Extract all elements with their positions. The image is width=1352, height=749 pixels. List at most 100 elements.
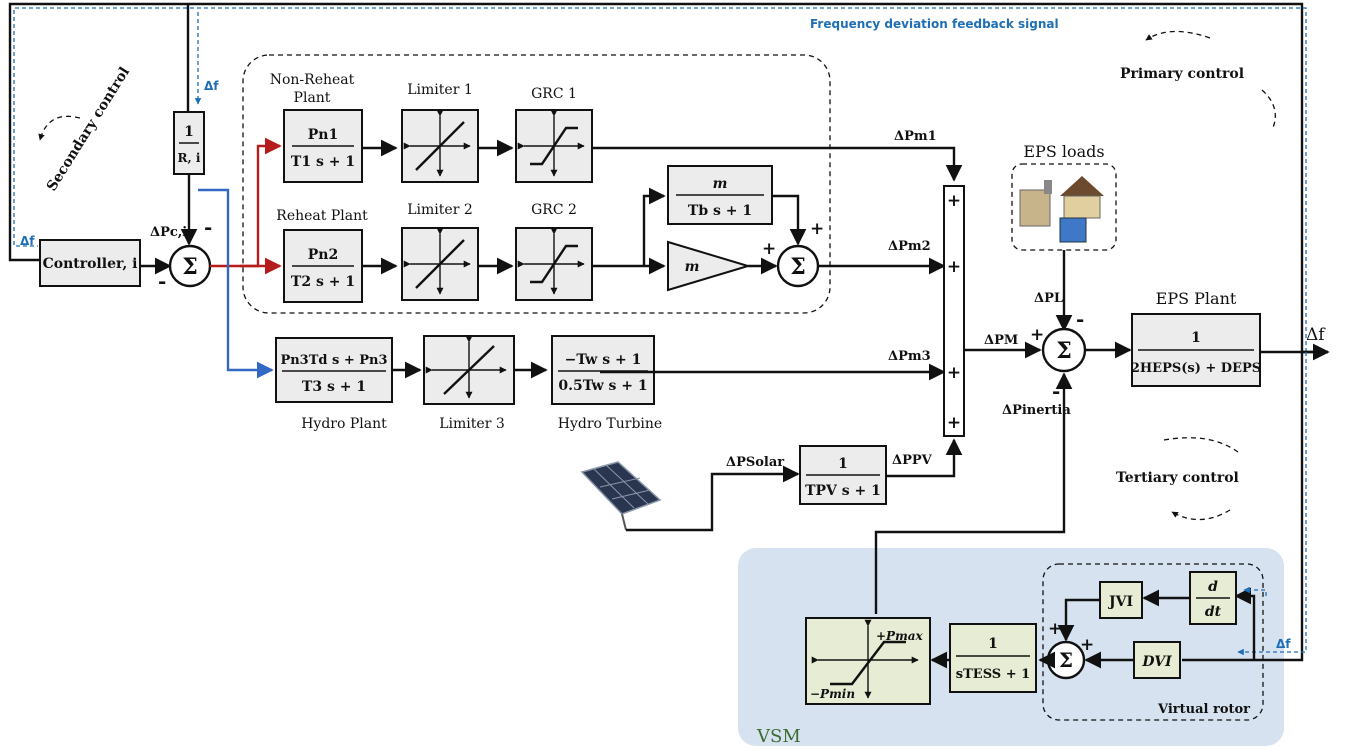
pmin-label: −Pmin xyxy=(810,687,855,701)
primary-control-label: Primary control xyxy=(1120,66,1244,82)
grc-2-icon xyxy=(517,227,585,295)
solar-panel-icon xyxy=(580,461,662,531)
svg-text:Σ: Σ xyxy=(1059,648,1073,672)
tertiary-control-arrow-bottom xyxy=(1171,509,1231,521)
nonreheat-title-2: Plant xyxy=(294,90,331,106)
eps-plant-num: 1 xyxy=(1191,330,1201,346)
reheat-tf-den: Tb s + 1 xyxy=(688,203,752,219)
pv-num: 1 xyxy=(838,456,848,472)
vsm-label: VSM xyxy=(756,726,801,747)
gain-m-label: m xyxy=(685,259,700,275)
eps-plant-den: 2HEPS(s) + DEPS xyxy=(1131,361,1261,376)
controller-minus-sign: - xyxy=(158,269,166,293)
dpm-label: ΔPM xyxy=(984,333,1018,348)
svg-text:Σ: Σ xyxy=(790,254,806,280)
gain-m-block xyxy=(667,240,752,292)
feedback-label: Frequency deviation feedback signal xyxy=(810,17,1059,31)
grc-1-icon xyxy=(517,109,585,177)
eps-plant-title: EPS Plant xyxy=(1156,289,1237,308)
hydro-turbine-den: 0.5Tw s + 1 xyxy=(558,378,647,394)
eps-loads-label: EPS loads xyxy=(1023,142,1104,161)
primary-control-arrow-top xyxy=(1145,30,1211,41)
limiter-1-icon xyxy=(403,109,471,177)
hydro-num: Pn3Td s + Pn3 xyxy=(280,353,387,368)
droop-den: R, i xyxy=(178,151,201,165)
hydro-turbine-block xyxy=(551,335,655,405)
virtual-rotor-region xyxy=(1042,563,1264,721)
ess-den: sTESS + 1 xyxy=(956,667,1030,682)
dpsolar-label: ΔPSolar xyxy=(726,455,784,470)
tertiary-control-arrow-top xyxy=(1163,437,1239,453)
secondary-control-label: Secondary control xyxy=(44,65,133,195)
secondary-control-arrow xyxy=(38,115,81,141)
svg-text:-: - xyxy=(1076,307,1084,331)
svg-text:Σ: Σ xyxy=(182,254,198,280)
limiter-2-icon xyxy=(403,227,471,295)
hydro-block xyxy=(275,337,393,403)
droop-df-label: Δf xyxy=(204,79,219,93)
power-limiter-icon xyxy=(811,619,919,699)
df-output-label: Δf xyxy=(1306,325,1326,345)
controller-block xyxy=(39,239,141,287)
reheat-den: T2 s + 1 xyxy=(291,274,355,290)
svg-text:Σ: Σ xyxy=(1056,338,1072,364)
pmax-label: +Pmax xyxy=(876,629,924,643)
dpm2-label: ΔPm2 xyxy=(888,239,931,254)
limiter-3-label: Limiter 3 xyxy=(439,416,505,432)
svg-text:-: - xyxy=(1052,379,1060,403)
jvi-label: JVI xyxy=(1107,594,1133,610)
grc-2-label: GRC 2 xyxy=(531,202,577,218)
ess-block xyxy=(949,623,1037,693)
governor-region xyxy=(242,54,831,314)
nonreheat-title-1: Non-Reheat xyxy=(270,72,355,88)
svg-text:+: + xyxy=(947,413,961,433)
reheat-plus-top: + xyxy=(810,219,824,239)
feedback-line-blue xyxy=(13,7,1307,352)
pv-den: TPV s + 1 xyxy=(805,483,881,499)
hydro-den: T3 s + 1 xyxy=(302,379,366,395)
nonreheat-num: Pn1 xyxy=(308,127,338,143)
droop-num: 1 xyxy=(184,124,194,140)
svg-text:+: + xyxy=(947,191,961,211)
reheat-plus-left: + xyxy=(762,239,776,259)
red-path-nonreheat xyxy=(240,137,282,268)
droop-minus-sign: - xyxy=(204,215,212,239)
grc-1-label: GRC 1 xyxy=(531,86,577,102)
dpm1-label: ΔPm1 xyxy=(894,129,937,144)
tertiary-control-label: Tertiary control xyxy=(1116,470,1239,486)
svg-text:+: + xyxy=(947,257,961,277)
virtual-rotor-label: Virtual rotor xyxy=(1157,702,1250,717)
limiter-3-icon xyxy=(425,335,507,399)
summing-bar xyxy=(943,185,965,437)
dpinertia-label: ΔPinertia xyxy=(1002,403,1071,418)
dvi-block xyxy=(1133,641,1181,679)
controller-df-label: Δf xyxy=(20,234,35,248)
ess-num: 1 xyxy=(988,636,998,652)
svg-text:+: + xyxy=(1030,325,1044,345)
hydro-turbine-num: −Tw s + 1 xyxy=(565,352,642,368)
controller-label: Controller, i xyxy=(43,256,138,272)
dpm3-label: ΔPm3 xyxy=(888,349,931,364)
derivative-den: dt xyxy=(1205,604,1222,620)
limiter-1-label: Limiter 1 xyxy=(407,82,473,98)
derivative-num: d xyxy=(1208,579,1218,595)
reheat-title: Reheat Plant xyxy=(276,208,368,224)
reheat-num: Pn2 xyxy=(308,247,338,263)
nonreheat-den: T1 s + 1 xyxy=(291,154,355,170)
hydro-turbine-title: Hydro Turbine xyxy=(558,416,662,432)
svg-text:+: + xyxy=(947,363,961,383)
hydro-title: Hydro Plant xyxy=(301,416,387,432)
primary-control-arrow-side xyxy=(1261,89,1276,131)
reheat-tf-num: m xyxy=(713,176,728,192)
eps-loads-icon xyxy=(1019,176,1104,243)
dpc-label: ΔPc,i xyxy=(150,225,187,240)
vsm-df-label: Δf xyxy=(1276,637,1291,651)
svg-text:+: + xyxy=(1080,635,1094,655)
dppv-label: ΔPPV xyxy=(892,453,933,468)
limiter-2-label: Limiter 2 xyxy=(407,202,473,218)
dvi-label: DVI xyxy=(1141,654,1172,670)
svg-text:+: + xyxy=(1048,619,1062,639)
blue-path-hydro xyxy=(198,188,274,379)
dpl-label: ΔPL xyxy=(1034,291,1063,306)
